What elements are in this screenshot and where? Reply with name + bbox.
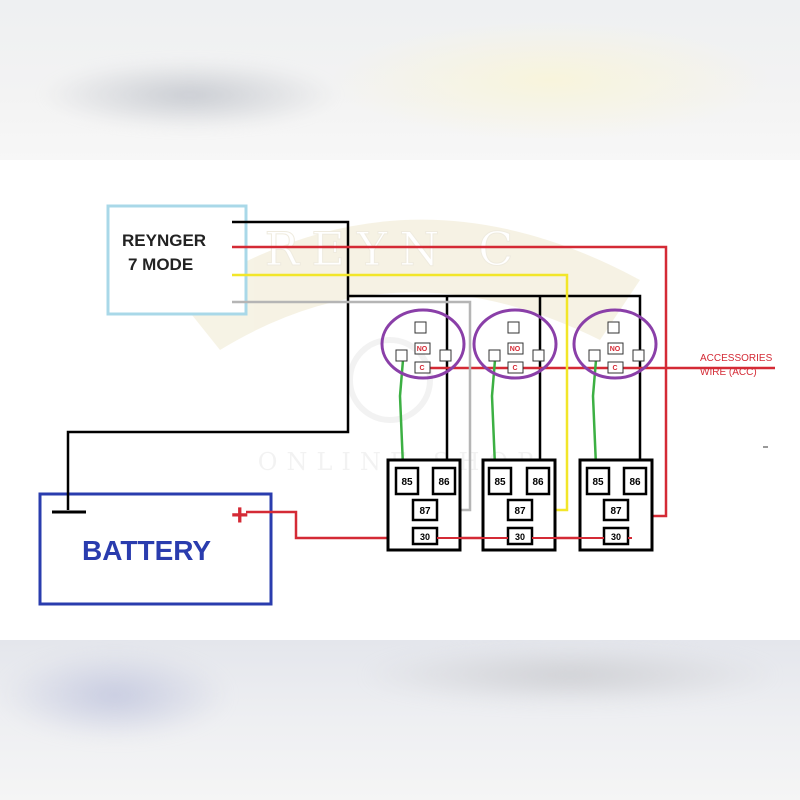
relay-pin-87-label: 87 (419, 506, 431, 517)
blurred-bottom-band (0, 640, 800, 800)
watermark: REYN C ONLINE SHOP (180, 219, 640, 476)
relay-pin-87 (602, 498, 630, 522)
relay-3: 85 86 87 30 (578, 458, 654, 552)
blur-shape (0, 650, 230, 740)
switch-pin (395, 349, 408, 362)
relay-pin-86 (431, 466, 457, 496)
switch-pin (439, 349, 452, 362)
switch-no-pin (607, 342, 624, 355)
switch-ellipse (380, 308, 466, 380)
relay-pin-86-label: 86 (532, 477, 544, 488)
relay-pin-86 (525, 466, 551, 496)
relay-pin-86-label: 86 (629, 477, 641, 488)
switch-pin (607, 321, 620, 334)
watermark-banner (180, 219, 640, 350)
switch-3: NO C (572, 308, 658, 380)
switch-2: NO C (472, 308, 558, 380)
switch-1: NO C (380, 308, 466, 380)
switch-pin (507, 321, 520, 334)
watermark-emblem (347, 337, 433, 423)
switch-no-pin (414, 342, 431, 355)
blur-shape (360, 645, 780, 705)
relay-pin-30 (411, 526, 439, 546)
battery-label: BATTERY (82, 535, 211, 566)
switch-c-pin (507, 361, 524, 374)
switch-pin (488, 349, 501, 362)
switch-pin (532, 349, 545, 362)
relay-pin-87-label: 87 (514, 506, 526, 517)
controller-label-line1: REYNGER (122, 231, 206, 250)
switch-no-label: NO (417, 346, 428, 353)
accessories-label-line2: WIRE (ACC) (700, 367, 757, 378)
black-wire-relay3-86 (348, 294, 642, 466)
relay-pin-85 (487, 466, 513, 496)
ground-wire (66, 220, 350, 510)
relay-2: 85 86 87 30 (481, 458, 557, 552)
relay-pin-30-label: 30 (420, 532, 430, 542)
battery-positive-sign: + (231, 499, 249, 532)
relay-pin-87-label: 87 (610, 506, 622, 517)
black-wires (66, 220, 642, 510)
relay-pin-86 (622, 466, 648, 496)
switch-no-label: NO (610, 346, 621, 353)
relay-pin-85-label: 85 (494, 477, 506, 488)
switch-pin (588, 349, 601, 362)
blurred-top-band (0, 0, 800, 160)
switch-no-label: NO (510, 346, 521, 353)
switch-c-pin (414, 361, 431, 374)
relay-pin-85 (585, 466, 611, 496)
relay-pin-85-label: 85 (401, 477, 413, 488)
relay-pin-30 (506, 526, 534, 546)
switch-pin (414, 321, 427, 334)
controller-box (106, 204, 248, 316)
relay-pin-30-label: 30 (611, 532, 621, 542)
relay-pin-30-label: 30 (515, 532, 525, 542)
switch-no-pin (507, 342, 524, 355)
relay-pin-87 (506, 498, 534, 522)
accessories-label-line1: ACCESSORIES (700, 353, 773, 364)
watermark-brand: REYN C (265, 222, 526, 276)
switch-pin (632, 349, 645, 362)
relay-pin-85 (394, 466, 420, 496)
switch-c-pin (607, 361, 624, 374)
relay-pin-85-label: 85 (592, 477, 604, 488)
relay-pin-30 (602, 526, 630, 546)
blur-shape (330, 20, 770, 140)
switch-ellipse (472, 308, 558, 380)
relay-pin-86-label: 86 (438, 477, 450, 488)
relay-pin-87 (411, 498, 439, 522)
blur-shape (40, 60, 340, 130)
switch-c-label: C (419, 365, 424, 372)
switch-ellipse (572, 308, 658, 380)
green-wire-3 (591, 359, 598, 467)
switch-c-label: C (612, 365, 617, 372)
switch-c-label: C (512, 365, 517, 372)
relay-1: 85 86 87 30 (386, 458, 462, 552)
controller-label-line2: 7 MODE (128, 255, 193, 274)
